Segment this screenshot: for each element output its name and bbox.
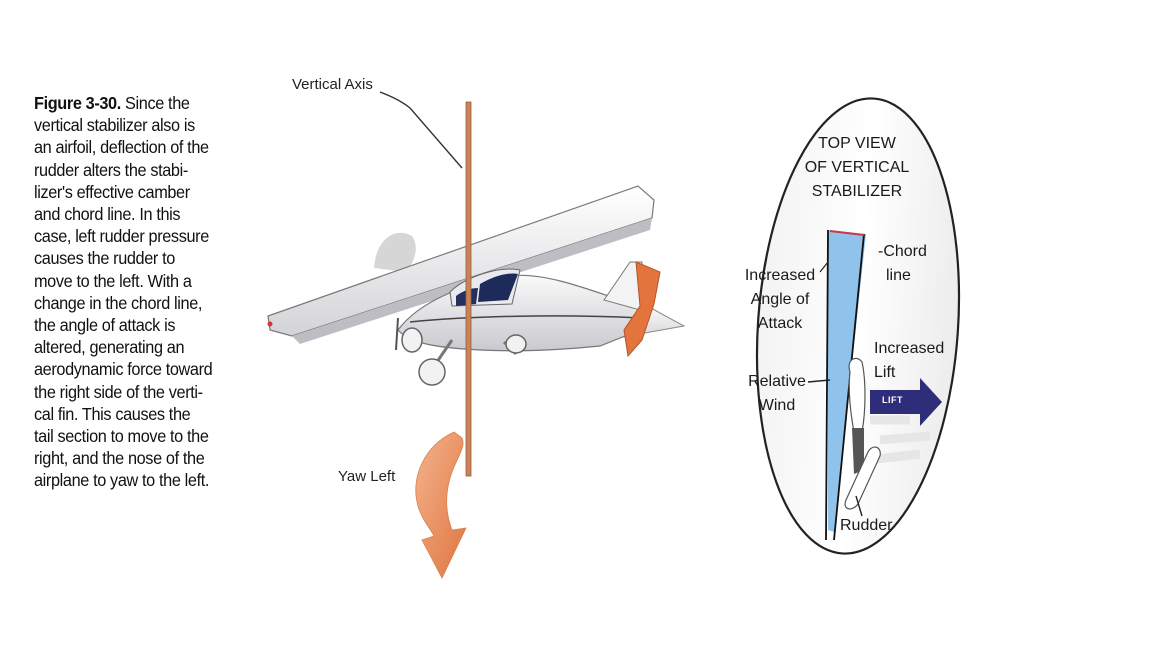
- propeller: [395, 317, 399, 351]
- wingtip-light-left: [267, 321, 273, 327]
- top-view-title-line: STABILIZER: [811, 183, 903, 200]
- aoa-leader: [819, 261, 829, 273]
- caption-line: the right side of the verti-: [34, 381, 203, 402]
- leading-edge-marker: [829, 230, 865, 236]
- figure-label: Figure 3-30.: [34, 93, 121, 113]
- caption-line: the angle of attack is: [34, 315, 176, 336]
- wing-shadow: [374, 232, 416, 272]
- increased-lift-label: Increased Lift: [874, 337, 944, 385]
- caption-line: rudder alters the stabi-: [34, 159, 188, 180]
- increased-lift-label-line: Increased: [874, 340, 945, 357]
- relative-wind-label-line: Wind: [758, 397, 796, 414]
- vertical-tail-fin: [603, 261, 643, 311]
- caption-line-1-text: Since the: [120, 93, 190, 113]
- rudder-leader: [855, 495, 863, 517]
- lift-arrow-text: LIFT: [882, 395, 903, 405]
- increased-aoa-label-line: Increased: [744, 267, 816, 284]
- main-wheel-right: [505, 334, 527, 354]
- caption-line: an airfoil, deflection of the: [34, 137, 209, 158]
- fuselage-stripe: [409, 315, 643, 323]
- vertical-axis-label: Vertical Axis: [292, 76, 373, 93]
- caption-line: airplane to yaw to the left.: [34, 470, 210, 491]
- lift-arrow: [870, 378, 942, 426]
- caption-line-1: Figure 3-30. Since the: [34, 92, 244, 114]
- increased-aoa-label: Increased Angle of Attack: [738, 264, 822, 336]
- caption-line: altered, generating an: [34, 337, 185, 358]
- chord-line-label: -Chord line: [878, 240, 927, 288]
- caption-line: right, and the nose of the: [34, 448, 205, 469]
- nose-wheel: [401, 327, 423, 353]
- relative-wind-leader: [807, 379, 831, 383]
- rudder-surface: [844, 446, 881, 510]
- increased-aoa-label-line: Attack: [757, 315, 803, 332]
- top-view-inset: [755, 97, 961, 555]
- caption-line: aerodynamic force toward: [34, 359, 213, 380]
- chord-line-label-line: line: [886, 267, 911, 284]
- yaw-left-arrow: [415, 431, 467, 579]
- caption-line: lizer's effective camber: [34, 181, 190, 202]
- main-wheel-left: [418, 358, 446, 386]
- airplane-illustration: [267, 185, 686, 386]
- increased-aoa-label-line: Angle of: [750, 291, 810, 308]
- caption-line: case, left rudder pressure: [34, 226, 209, 247]
- yaw-left-label: Yaw Left: [338, 468, 396, 485]
- caption-line: and chord line. In this: [34, 204, 181, 225]
- rudder-label: Rudder: [840, 517, 893, 534]
- top-view-title-line: TOP VIEW: [818, 135, 896, 152]
- caption-line: causes the rudder to: [34, 248, 175, 269]
- caption-line: move to the left. With a: [34, 270, 192, 291]
- caption-line: tail section to move to the: [34, 426, 209, 447]
- relative-wind-label-line: Relative: [748, 373, 806, 390]
- stabilizer-leading-edge: [825, 229, 829, 541]
- vertical-axis-leader: [379, 91, 463, 169]
- vertical-axis-pole: [465, 101, 472, 477]
- caption-line: vertical stabilizer also is: [34, 115, 195, 136]
- deflected-rudder: [623, 261, 661, 358]
- relative-wind-label: Relative Wind: [744, 370, 810, 418]
- caption-line: cal fin. This causes the: [34, 403, 191, 424]
- figure-caption: Figure 3-30. Since the vertical stabiliz…: [34, 92, 244, 492]
- stabilizer-airfoil: [848, 357, 866, 433]
- increased-lift-label-line: Lift: [874, 364, 896, 381]
- top-view-title-line: OF VERTICAL: [804, 159, 910, 176]
- windshield: [478, 273, 518, 302]
- stabilizer-airfoil-shade: [852, 428, 864, 474]
- top-view-title: TOP VIEW OF VERTICAL STABILIZER: [782, 132, 932, 204]
- chord-line-label-line: -Chord: [878, 243, 927, 260]
- caption-line: change in the chord line,: [34, 292, 203, 313]
